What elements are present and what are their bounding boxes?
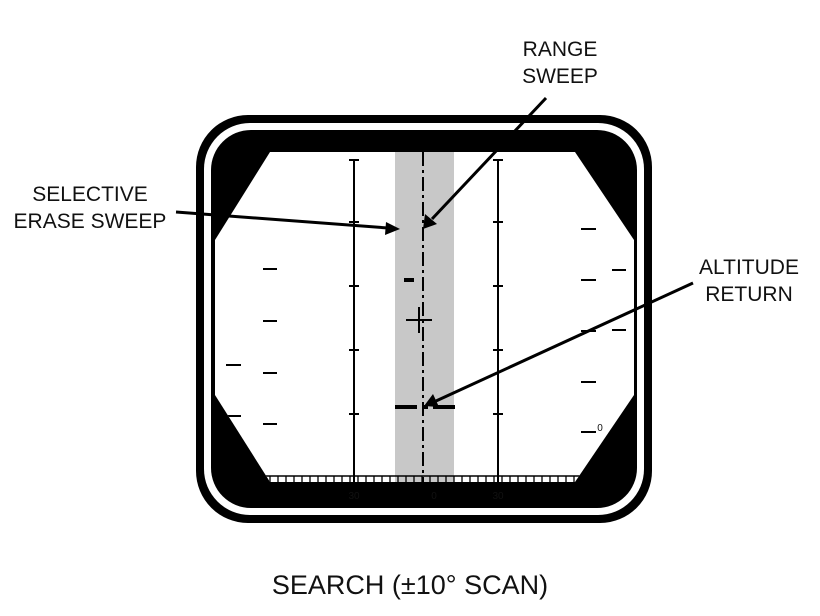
diagram-caption: SEARCH (±10° SCAN) [271, 570, 549, 600]
selective-erase-label-line2: ERASE SWEEP [13, 210, 167, 233]
range-sweep-label-line1: RANGE [522, 38, 598, 61]
right-dash-markers [581, 228, 626, 433]
altitude-return-callout: ALTITUDE RETURN [680, 254, 818, 308]
scale-label-right-30: 30 [492, 491, 504, 502]
altitude-return-label-line2: RETURN [705, 283, 793, 306]
right-scan-ticks [493, 159, 503, 415]
scale-label-left-30: 30 [348, 491, 360, 502]
altitude-return-leader [424, 281, 694, 407]
altitude-return-label-line1: ALTITUDE [699, 256, 799, 279]
range-sweep-label-line2: SWEEP [522, 65, 598, 88]
azimuth-scale-ticks [269, 476, 575, 482]
range-sweep-leader [423, 96, 548, 229]
selective-erase-sweep-leader [175, 210, 400, 235]
scale-label-center-0: 0 [431, 491, 437, 502]
selective-erase-label-line1: SELECTIVE [32, 183, 148, 206]
aircraft-cross-symbol [406, 307, 432, 333]
left-dash-markers [226, 268, 277, 425]
selective-erase-sweep-callout: SELECTIVE ERASE SWEEP [2, 181, 178, 235]
left-scan-ticks [349, 159, 359, 415]
selective-erase-band [395, 152, 454, 482]
scale-label-corner-0: 0 [597, 423, 603, 434]
range-sweep-callout: RANGE SWEEP [496, 36, 624, 90]
